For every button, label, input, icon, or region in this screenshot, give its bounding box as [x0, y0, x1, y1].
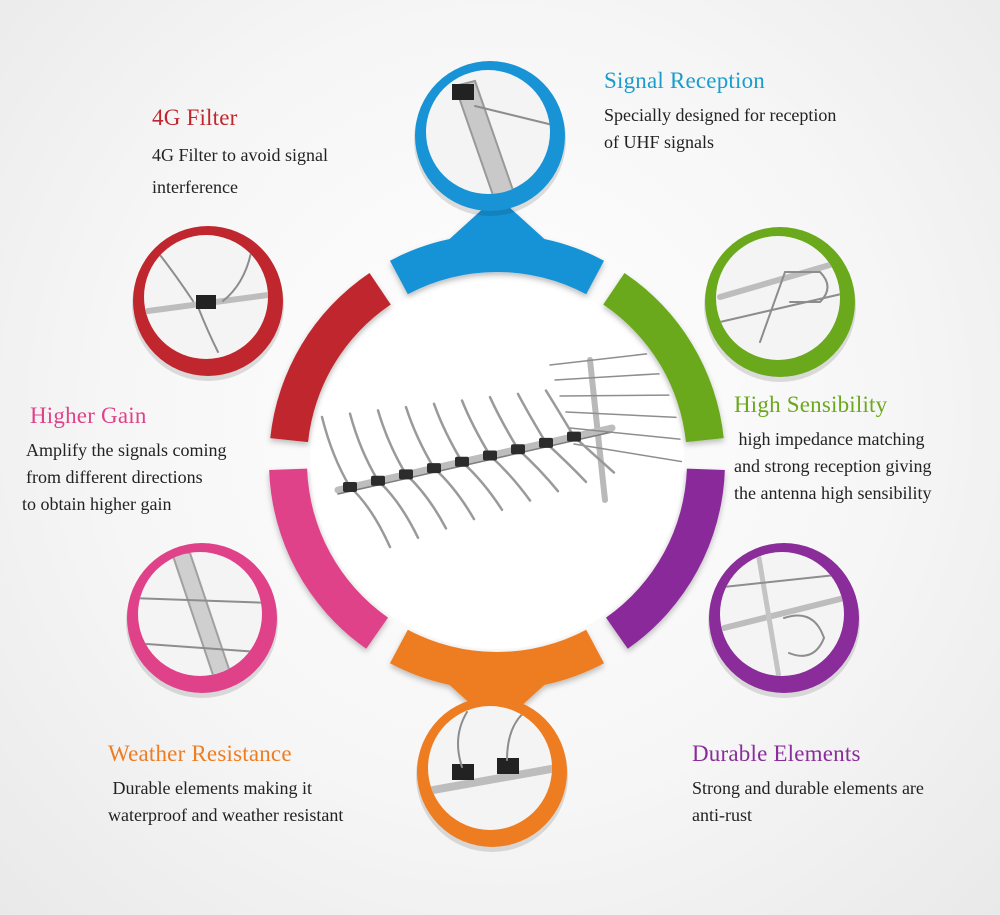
feature-title: Durable Elements	[692, 741, 861, 766]
antenna-director-element	[348, 412, 380, 482]
description-line: Amplify the signals coming	[26, 440, 227, 460]
feature-title: Weather Resistance	[108, 741, 292, 766]
antenna-bracket-icon	[716, 236, 840, 360]
photo-higher-gain	[126, 543, 278, 698]
feature-4g-filter: 4G Filter 4G Filter to avoid signal inte…	[152, 105, 328, 203]
feature-description: Durable elements making it waterproof an…	[108, 775, 343, 829]
antenna-director-element	[432, 402, 464, 464]
description-line: and strong reception giving	[734, 456, 932, 476]
description-line: interference	[152, 177, 238, 197]
feature-high-sensibility: High Sensibility high impedance matching…	[734, 392, 931, 507]
description-line: 4G Filter to avoid signal	[152, 145, 328, 165]
feature-title: 4G Filter	[152, 105, 238, 130]
segment-weather-resistance	[389, 629, 605, 728]
description-line: of UHF signals	[604, 132, 715, 152]
antenna-clip	[455, 456, 469, 467]
antenna-elements-icon	[428, 706, 552, 830]
feature-durable-elements: Durable Elements Strong and durable elem…	[692, 741, 924, 829]
segment-durable-elements	[605, 468, 725, 649]
antenna-clip	[511, 444, 525, 455]
antenna-director-element	[404, 405, 436, 470]
description-line: Strong and durable elements are	[692, 778, 924, 798]
antenna-clip	[343, 482, 357, 492]
description-line: from different directions	[26, 467, 203, 487]
description-line: waterproof and weather resistant	[108, 805, 344, 825]
antenna-clip	[427, 463, 441, 474]
feature-title: High Sensibility	[734, 392, 888, 417]
antenna-clip	[371, 475, 385, 486]
description-line: anti-rust	[692, 805, 752, 825]
feature-description: 4G Filter to avoid signal interference	[152, 139, 328, 203]
description-line: to obtain higher gain	[22, 494, 172, 514]
antenna-clip	[483, 450, 497, 461]
segment-4g-filter	[270, 272, 391, 443]
feature-signal-reception: Signal Reception Specially designed for …	[604, 68, 836, 156]
feature-higher-gain: Higher Gain Amplify the signals coming f…	[22, 403, 226, 518]
description-line: Durable elements making it	[108, 778, 312, 798]
description-line: high impedance matching	[734, 429, 925, 449]
antenna-clip	[567, 431, 581, 442]
description-line: Specially designed for reception	[604, 105, 837, 125]
feature-weather-resistance: Weather Resistance Durable elements maki…	[108, 741, 343, 829]
description-line: the antenna high sensibility	[734, 483, 932, 503]
segment-higher-gain	[269, 468, 389, 649]
feature-description: Specially designed for reception of UHF …	[604, 102, 836, 156]
segment-signal-reception	[389, 196, 605, 295]
antenna-clip	[399, 469, 413, 480]
feature-description: high impedance matching and strong recep…	[734, 426, 931, 507]
segment-high-sensibility	[603, 272, 724, 443]
feature-title: Signal Reception	[604, 68, 765, 93]
photo-high-sensibility	[704, 227, 856, 382]
antenna-director-element	[376, 409, 408, 476]
photo-weather-resistance	[416, 697, 568, 852]
feature-description: Strong and durable elements are anti-rus…	[692, 775, 924, 829]
feature-title: Higher Gain	[30, 403, 147, 428]
antenna-director-element	[320, 415, 352, 489]
feature-description: Amplify the signals coming from differen…	[22, 437, 226, 518]
photo-signal-reception	[414, 61, 566, 216]
photo-4g-filter	[132, 226, 284, 381]
antenna-clip	[539, 437, 553, 448]
photo-durable-elements	[708, 543, 860, 698]
